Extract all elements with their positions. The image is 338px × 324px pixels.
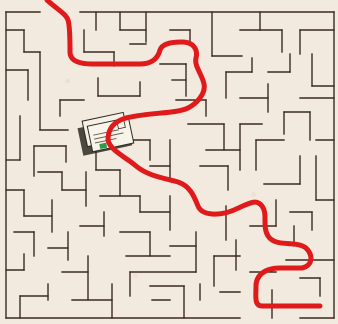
maze-walls	[6, 12, 334, 318]
